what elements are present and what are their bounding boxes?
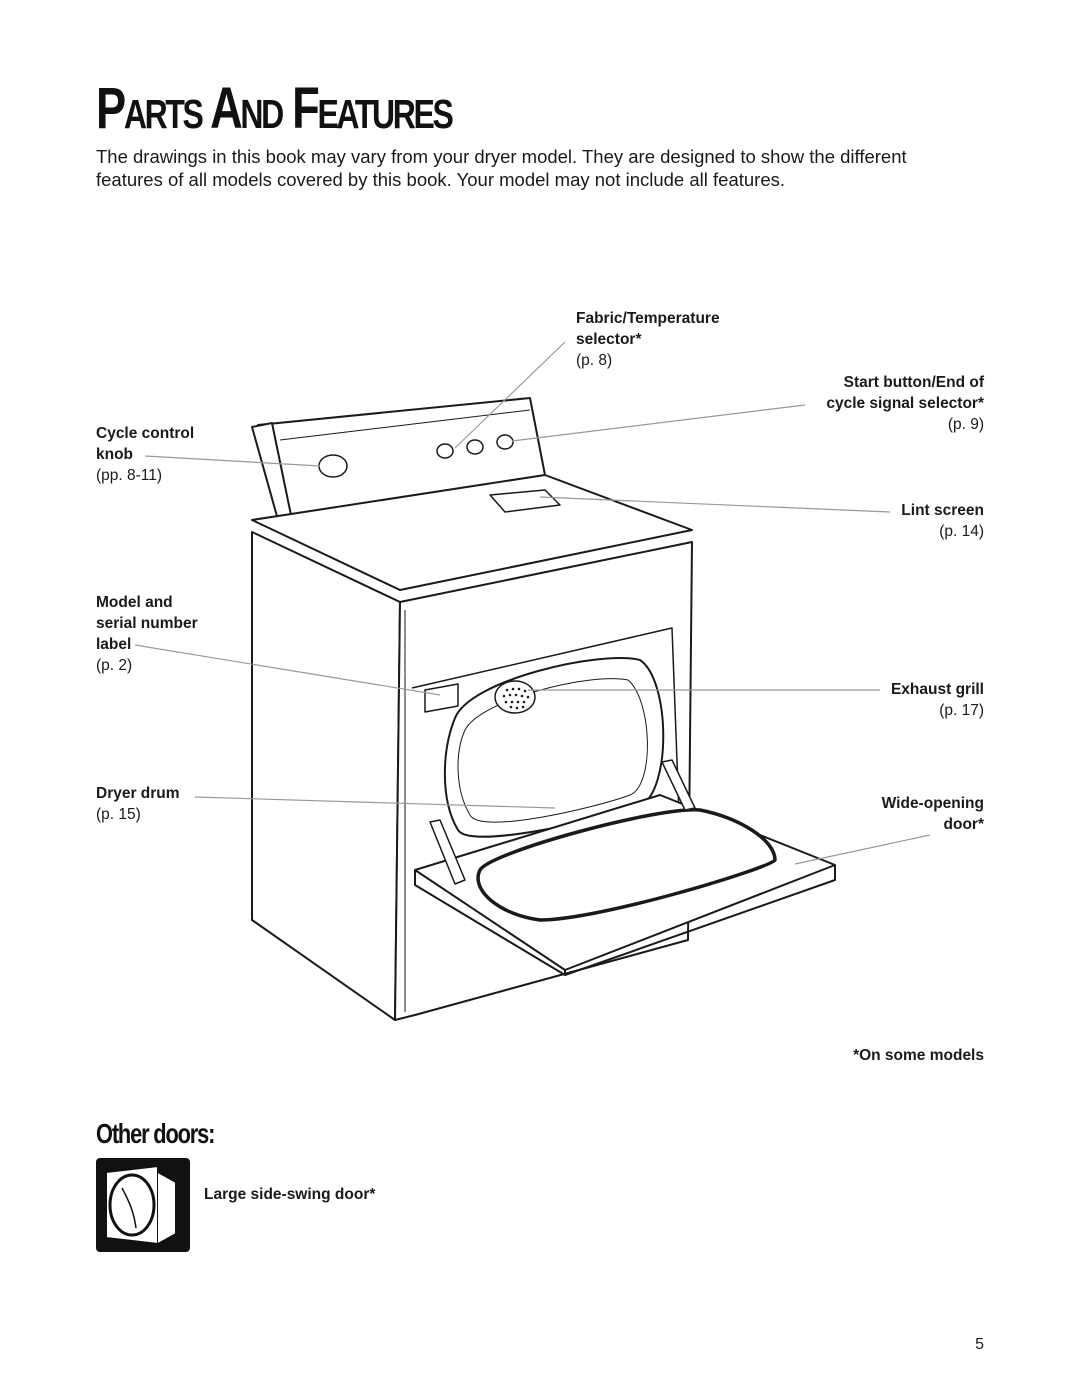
callout-label: Exhaust grill (890, 681, 984, 698)
callout-page-ref: (p. 17) (939, 702, 984, 719)
side-swing-door-icon (96, 1158, 190, 1252)
callout-exhaust-grill: Exhaust grill (p. 17) (891, 679, 984, 721)
footnote-some-models: *On some models (853, 1047, 984, 1064)
large-side-swing-door-label: Large side-swing door* (204, 1186, 376, 1203)
callout-label: Dryer drum (96, 785, 180, 802)
callout-page-ref: (pp. 8-11) (96, 467, 163, 484)
callout-page-ref: (p. 8) (576, 352, 613, 369)
callout-cycle-control-knob: Cycle control knob (pp. 8-11) (96, 423, 194, 486)
callout-lint-screen: Lint screen (p. 14) (901, 500, 984, 542)
callout-start-button: Start button/End of cycle signal selecto… (826, 372, 984, 435)
callout-label: Start button/End of cycle signal selecto… (826, 374, 984, 412)
callout-label: Model and serial number label (96, 594, 198, 653)
page-title: Parts And Features (96, 76, 454, 141)
callout-wide-opening-door: Wide-opening door* (882, 793, 984, 835)
callout-page-ref: (p. 14) (939, 523, 984, 540)
other-doors-heading: Other doors: (96, 1118, 215, 1149)
callout-label: Wide-opening door* (881, 795, 984, 833)
callout-dryer-drum: Dryer drum (p. 15) (96, 783, 180, 825)
callout-model-serial-label: Model and serial number label (p. 2) (96, 592, 198, 676)
callout-label: Fabric/Temperature selector* (576, 310, 720, 348)
callout-page-ref: (p. 2) (96, 657, 133, 674)
callout-page-ref: (p. 9) (947, 416, 984, 433)
callout-label: Cycle control knob (96, 425, 195, 463)
callout-fabric-temperature: Fabric/Temperature selector* (p. 8) (576, 308, 720, 371)
page-number: 5 (975, 1336, 984, 1353)
callout-label: Lint screen (901, 502, 984, 519)
callout-page-ref: (p. 15) (96, 806, 141, 823)
intro-paragraph: The drawings in this book may vary from … (96, 146, 907, 190)
